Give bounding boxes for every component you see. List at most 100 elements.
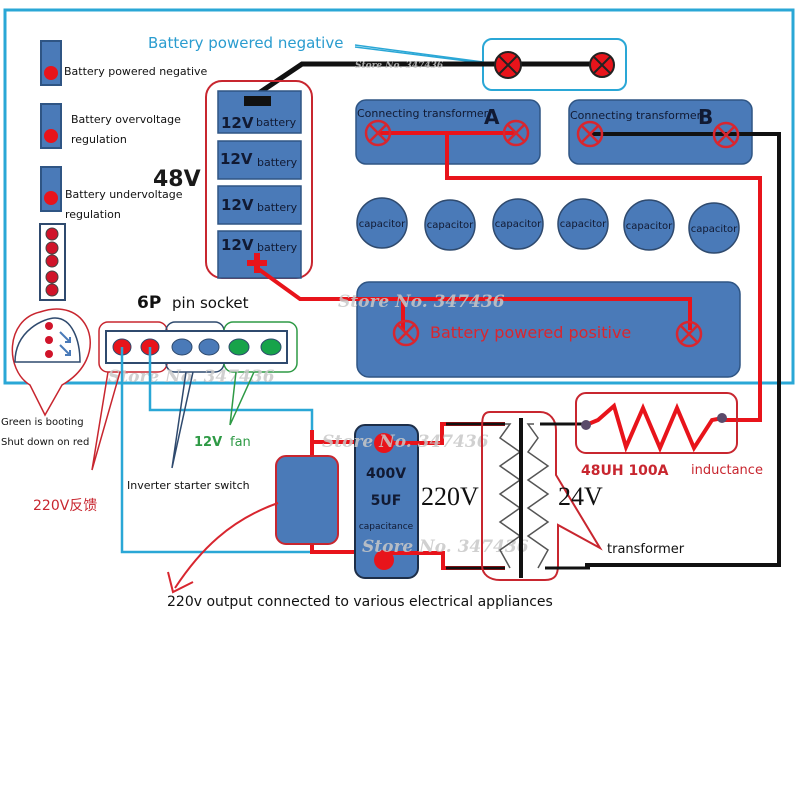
filter-capacitor: 400V 5UF capacitance <box>354 424 419 579</box>
transformer-label: transformer <box>607 542 685 557</box>
capacitor: capacitor <box>356 197 408 249</box>
output-label: 220v output connected to various electri… <box>167 594 553 610</box>
positive-wire <box>403 297 692 330</box>
legend: Battery powered negative Battery overvol… <box>39 40 208 301</box>
led-strip <box>39 223 66 301</box>
connector-b-label: Connecting transformer: <box>570 109 705 122</box>
capacitor-label: capacitor <box>495 219 542 230</box>
battery-cell: 12V battery <box>217 90 302 134</box>
cell-voltage: 12V <box>221 114 254 132</box>
inductor-outline <box>575 392 738 454</box>
feedback-label: 220V反馈 <box>33 498 97 514</box>
inductor-terminal <box>717 413 727 423</box>
feedback-pointer <box>91 371 121 471</box>
capacitor: capacitor <box>424 199 476 251</box>
pin <box>171 338 193 356</box>
lamp-icon <box>44 191 58 205</box>
feedback-wire <box>120 347 356 554</box>
terminal-a-right-icon <box>502 119 530 147</box>
watermark: Store No. 347436 <box>362 537 529 557</box>
connector-a-letter: A <box>484 105 500 129</box>
negative-terminal-lamp <box>494 51 522 79</box>
cell-voltage: 12V <box>220 150 253 168</box>
legend-label-line1: Battery overvoltage <box>71 113 181 126</box>
switch-module-body <box>275 455 339 545</box>
battery-cell: 12V battery <box>217 230 302 279</box>
lamp-icon <box>44 129 58 143</box>
fan-voltage-label: 12V <box>194 435 222 450</box>
led-icon <box>45 227 59 241</box>
inductor-coil <box>585 402 724 454</box>
secondary-voltage: 24V <box>558 482 603 511</box>
capacitor-label: capacitance <box>359 522 414 532</box>
battery-cell: 12V battery <box>217 185 302 225</box>
legend-label-line2: regulation <box>71 133 127 146</box>
status-line-1: Green is booting <box>1 417 84 428</box>
battery-cell-body <box>217 185 302 225</box>
main-transformer: 220V 24V transformer <box>421 411 685 581</box>
socket-title-bold: 6P <box>137 293 161 313</box>
callout-pointer <box>354 44 484 63</box>
pin <box>260 338 282 356</box>
secondary-coil <box>526 423 550 569</box>
board-outline <box>3 8 795 385</box>
terminal-b-right-icon <box>712 121 740 149</box>
legend-item-negative: Battery powered negative <box>40 40 208 86</box>
legend-item-undervoltage: Battery undervoltage regulation <box>40 166 183 221</box>
cell-voltage: 12V <box>221 236 254 254</box>
legend-label-line1: Battery undervoltage <box>65 188 183 201</box>
watermark: Store No. 347436 <box>322 432 489 452</box>
pin <box>198 338 220 356</box>
filter-capacitor-body <box>354 424 419 579</box>
fan-pointer <box>229 371 255 426</box>
battery-cell: 12V battery <box>217 140 302 180</box>
arrow-icon <box>59 331 71 343</box>
negative-terminal-icon <box>244 96 271 106</box>
capacitor: capacitor <box>492 198 544 250</box>
legend-label: Battery powered negative <box>64 65 208 78</box>
capacitor-voltage: 400V <box>366 466 406 482</box>
pin <box>228 338 250 356</box>
capacitor: capacitor <box>557 198 609 250</box>
inductor: 48UH 100A inductance <box>575 392 763 479</box>
battery-pack: 48V 12V battery 12V battery 12V battery … <box>153 80 313 279</box>
negative-terminal-lamp <box>589 52 615 78</box>
status-led-callout: Green is booting Shut down on red <box>1 308 91 448</box>
callout-negative-label: Battery powered negative <box>148 34 343 52</box>
capacitor: capacitor <box>623 199 675 251</box>
capacitor: capacitor <box>688 202 740 254</box>
battery-cell-body <box>217 140 302 180</box>
capacitor-label: capacitor <box>691 224 738 235</box>
watermark: Store No. 347436 <box>338 292 505 312</box>
fan-label: fan <box>230 435 251 450</box>
positive-bus-bar: Battery powered positive <box>356 281 741 378</box>
output-arrow <box>174 502 279 589</box>
primary-voltage: 220V <box>421 482 479 511</box>
transformer-b-wire <box>585 132 781 567</box>
terminal-a-left-icon <box>364 119 392 147</box>
capacitor-label: capacitor <box>427 220 474 231</box>
socket-title: pin socket <box>172 294 249 312</box>
capacitor-label: capacitor <box>359 219 406 230</box>
legend-label-line2: regulation <box>65 208 121 221</box>
terminal-positive-left-icon <box>392 319 420 347</box>
pin-socket: 6P pin socket <box>98 293 298 373</box>
starter-switch-label: Inverter starter switch <box>127 479 250 492</box>
positive-bar-label: Battery powered positive <box>430 323 631 342</box>
capacitor-bank: capacitor capacitor capacitor capacitor … <box>356 197 740 254</box>
legend-item-overvoltage: Battery overvoltage regulation <box>40 103 181 149</box>
watermark: Store No. 347436 <box>355 61 444 71</box>
led-icon <box>45 241 59 255</box>
cell-label: battery <box>256 116 297 129</box>
cell-label: battery <box>257 241 298 254</box>
switch-pointer <box>171 371 194 469</box>
arrow-icon <box>59 344 71 356</box>
capacitor-capacity: 5UF <box>371 493 402 509</box>
led-icon <box>45 270 59 284</box>
connector-a-label: Connecting transformer <box>357 107 489 120</box>
transformer-a-to-inductor-wire <box>445 133 762 422</box>
terminal-positive-right-icon <box>675 320 703 348</box>
transformer-outline <box>481 411 603 581</box>
status-line-2: Shut down on red <box>1 437 89 448</box>
